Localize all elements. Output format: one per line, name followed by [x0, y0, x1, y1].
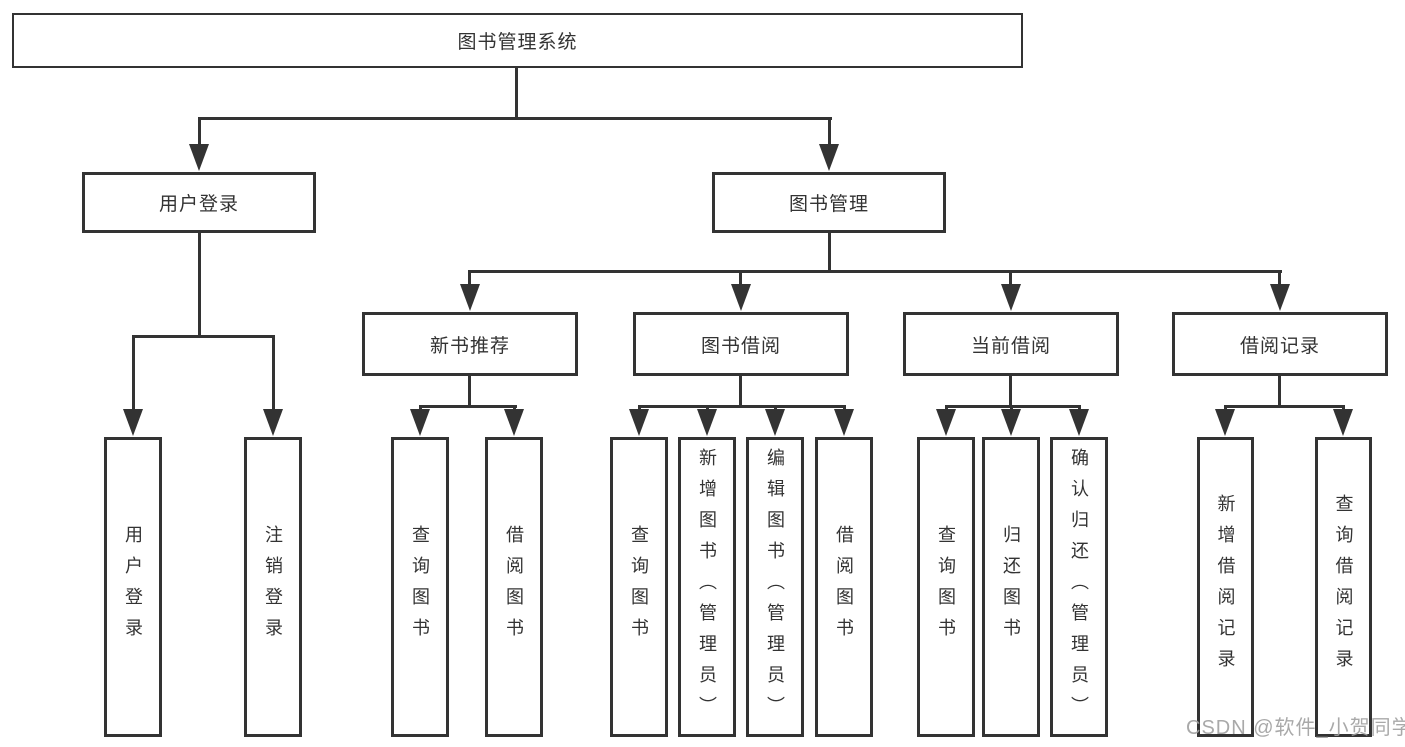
node-user-login-label: 用户登录 — [158, 194, 239, 215]
connector-history-split — [1224, 405, 1345, 408]
node-book-management: 图书管理 — [712, 172, 946, 233]
connector-stem-leaf-user1 — [132, 335, 135, 413]
node-current-borrow-label: 当前借阅 — [970, 335, 1051, 357]
leaf-recommend-query-books-label: 查询图书 — [410, 525, 430, 649]
leaf-recommend-borrow-books-label: 借阅图书 — [504, 525, 524, 649]
leaf-history-add-record: 新增借阅记录 — [1197, 437, 1254, 737]
arrowhead-bor1 — [629, 409, 649, 436]
arrowhead-cur2 — [1001, 409, 1021, 436]
leaf-logout: 注销登录 — [244, 437, 302, 737]
arrowhead-borrow — [731, 284, 751, 311]
node-new-book-recommend-label: 新书推荐 — [429, 335, 510, 357]
arrowhead-bor3 — [765, 409, 785, 436]
node-borrow-records-label: 借阅记录 — [1239, 335, 1320, 357]
arrowhead-bor4 — [834, 409, 854, 436]
arrowhead-history — [1270, 284, 1290, 311]
leaf-user-login-label: 用户登录 — [123, 525, 143, 649]
arrowhead-current — [1001, 284, 1021, 311]
connector-stem-leaf-user2 — [272, 335, 275, 413]
leaf-borrow-query-books-label: 查询图书 — [629, 525, 649, 649]
csdn-watermark: CSDN @软件_小贺同学 — [1186, 717, 1405, 739]
node-user-login: 用户登录 — [82, 172, 316, 233]
leaf-recommend-borrow-books: 借阅图书 — [485, 437, 543, 737]
arrowhead-leaf-user2 — [263, 409, 283, 436]
leaf-borrow-query-books: 查询图书 — [610, 437, 668, 737]
leaf-borrow-borrow-books-label: 借阅图书 — [834, 525, 854, 649]
node-book-borrow-label: 图书借阅 — [700, 335, 781, 357]
connector-current-split — [945, 405, 1081, 408]
node-book-borrow: 图书借阅 — [633, 312, 849, 376]
leaf-current-confirm-return-admin: 确认归还（管理员） — [1050, 437, 1108, 737]
connector-borrow-split — [638, 405, 846, 408]
leaf-history-query-record: 查询借阅记录 — [1315, 437, 1372, 737]
connector-userlogin-drop — [198, 232, 201, 337]
leaf-current-return-books-label: 归还图书 — [1001, 525, 1021, 649]
leaf-recommend-query-books: 查询图书 — [391, 437, 449, 737]
node-book-management-label: 图书管理 — [788, 194, 869, 215]
arrowhead-rec1 — [410, 409, 430, 436]
connector-stem-book-mgmt — [828, 117, 831, 149]
connector-stem-borrow — [739, 270, 742, 288]
arrowhead-book-mgmt — [819, 144, 839, 171]
arrowhead-his1 — [1215, 409, 1235, 436]
node-current-borrow: 当前借阅 — [903, 312, 1119, 376]
connector-root-drop — [515, 68, 518, 119]
leaf-borrow-edit-books-admin-label: 编辑图书（管理员） — [765, 447, 785, 727]
connector-root-split — [198, 117, 832, 120]
connector-stem-history — [1278, 270, 1281, 288]
leaf-logout-label: 注销登录 — [263, 525, 283, 649]
arrowhead-his2 — [1333, 409, 1353, 436]
arrowhead-user-login — [189, 144, 209, 171]
connector-userlogin-split — [132, 335, 275, 338]
leaf-current-query-books-label: 查询图书 — [936, 525, 956, 649]
leaf-borrow-add-books-admin: 新增图书（管理员） — [678, 437, 736, 737]
connector-stem-current — [1009, 270, 1012, 288]
connector-current-drop — [1009, 375, 1012, 408]
node-root-library-system: 图书管理系统 — [12, 13, 1023, 68]
node-new-book-recommend: 新书推荐 — [362, 312, 578, 376]
leaf-borrow-borrow-books: 借阅图书 — [815, 437, 873, 737]
connector-recommend-split — [419, 405, 517, 408]
connector-bookmgmt-split — [468, 270, 1282, 273]
arrowhead-leaf-user1 — [123, 409, 143, 436]
leaf-current-return-books: 归还图书 — [982, 437, 1040, 737]
connector-stem-user-login — [198, 117, 201, 149]
connector-borrow-drop — [739, 375, 742, 408]
leaf-current-confirm-return-admin-label: 确认归还（管理员） — [1069, 447, 1089, 727]
leaf-borrow-edit-books-admin: 编辑图书（管理员） — [746, 437, 804, 737]
connector-recommend-drop — [468, 375, 471, 408]
connector-bookmgmt-drop — [828, 232, 831, 273]
arrowhead-cur3 — [1069, 409, 1089, 436]
leaf-borrow-add-books-admin-label: 新增图书（管理员） — [697, 447, 717, 727]
leaf-user-login: 用户登录 — [104, 437, 162, 737]
leaf-history-query-record-label: 查询借阅记录 — [1333, 494, 1354, 680]
arrowhead-recommend — [460, 284, 480, 311]
arrowhead-rec2 — [504, 409, 524, 436]
node-borrow-records: 借阅记录 — [1172, 312, 1388, 376]
leaf-current-query-books: 查询图书 — [917, 437, 975, 737]
connector-stem-recommend — [468, 270, 471, 288]
connector-history-drop — [1278, 375, 1281, 408]
leaf-history-add-record-label: 新增借阅记录 — [1215, 494, 1236, 680]
arrowhead-bor2 — [697, 409, 717, 436]
node-root-label: 图书管理系统 — [457, 32, 578, 53]
arrowhead-cur1 — [936, 409, 956, 436]
